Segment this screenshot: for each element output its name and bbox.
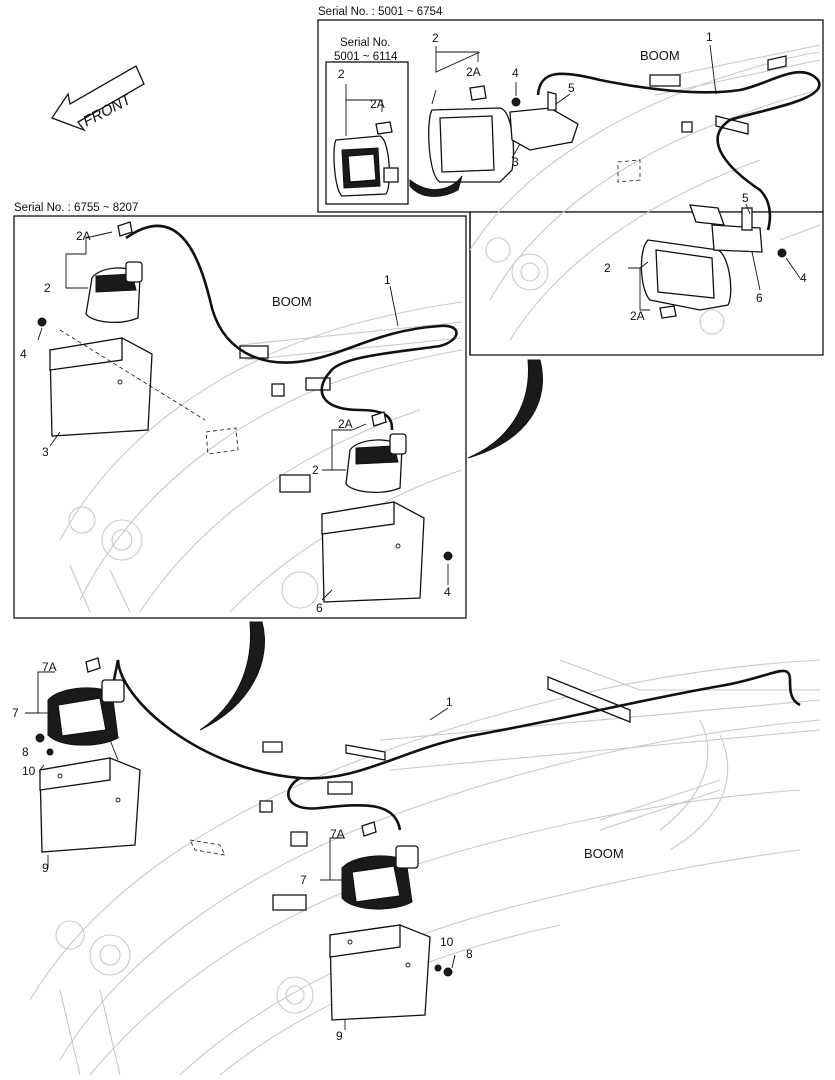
box-b-callout-4-upper: 4 xyxy=(20,347,27,361)
box-a-mount-blocks xyxy=(617,55,787,183)
box-b-wire xyxy=(125,224,458,431)
box-b-lamp-upper xyxy=(85,221,143,324)
box-a-callout-5-lower: 5 xyxy=(742,191,749,205)
box-a-bracket-lower xyxy=(689,204,787,258)
main-work-lamp-lower xyxy=(341,821,419,910)
box-a-lamp-upper xyxy=(428,85,515,183)
box-a-boom-label: BOOM xyxy=(640,48,680,63)
front-arrow xyxy=(51,65,145,132)
main-callout-7-lower: 7 xyxy=(300,873,307,887)
box-a-inset-callout-2a: 2A xyxy=(370,97,385,111)
main-bolts-lower xyxy=(434,964,453,977)
box-a-inset-pointer xyxy=(409,175,463,197)
box-a-serial: Serial No. : 5001 ~ 6754 xyxy=(318,6,443,18)
box-a-wire xyxy=(536,70,821,231)
box-b-callout-2a-lower: 2A xyxy=(338,417,353,431)
box-b-bracket-upper xyxy=(37,317,206,437)
box-b-callout-4-lower: 4 xyxy=(444,585,451,599)
box-b-serial: Serial No. : 6755 ~ 8207 xyxy=(14,202,138,214)
main-callout-10-upper: 10 xyxy=(22,764,36,778)
box-a-callout-2a-top: 2A xyxy=(466,65,481,79)
box-a-bracket-upper xyxy=(509,91,579,151)
pointer-b-to-main xyxy=(199,621,265,731)
box-a-inset-callout-2: 2 xyxy=(338,67,345,81)
box-b-callout-3: 3 xyxy=(42,445,49,459)
box-a-callout-1: 1 xyxy=(706,30,713,44)
main-callout-8-upper: 8 xyxy=(22,745,29,759)
main-callout-7a-upper: 7A xyxy=(42,660,57,674)
box-b-callout-2-lower: 2 xyxy=(312,463,319,477)
main-callout-10-lower: 10 xyxy=(440,935,454,949)
main-leaders xyxy=(25,671,456,1030)
box-b-mount-blocks xyxy=(205,345,331,493)
main-callout-7-upper: 7 xyxy=(12,706,19,720)
box-a-callout-4-lower: 4 xyxy=(800,271,807,285)
box-a-inset-serial-line1: Serial No. xyxy=(340,37,391,49)
box-b-callout-2a-upper: 2A xyxy=(76,229,91,243)
main-work-lamp-upper xyxy=(47,657,125,746)
main-wire-harness xyxy=(110,659,801,831)
box-a-lamp-lower xyxy=(640,239,732,319)
box-a-callout-4-top: 4 xyxy=(512,66,519,80)
box-b-callout-2-upper: 2 xyxy=(44,281,51,295)
box-a-leaders xyxy=(345,44,801,311)
main-boom-label: BOOM xyxy=(584,846,624,861)
pointer-a-to-b xyxy=(467,359,543,459)
box-b-bracket-lower xyxy=(321,501,453,603)
main-callout-8-lower: 8 xyxy=(466,947,473,961)
box-b-callout-6: 6 xyxy=(316,601,323,615)
box-a-inset-lamp xyxy=(333,121,399,197)
main-callout-9-lower: 9 xyxy=(336,1029,343,1043)
main-lamp-bracket-lower xyxy=(329,924,431,1021)
main-lamp-bracket-upper xyxy=(39,739,141,853)
main-bolts-upper xyxy=(35,733,54,756)
box-b-callout-1: 1 xyxy=(384,273,391,287)
box-a-callout-2-top: 2 xyxy=(432,31,439,45)
box-a-callout-5-top: 5 xyxy=(568,81,575,95)
main-callout-1: 1 xyxy=(446,695,453,709)
box-b-boom-ghost xyxy=(59,301,463,613)
box-a-callout-2-lower: 2 xyxy=(604,261,611,275)
main-callout-9-upper: 9 xyxy=(42,861,49,875)
box-a-boom-ghost xyxy=(469,44,821,341)
box-b-leaders xyxy=(37,231,449,601)
box-a-callout-6: 6 xyxy=(756,291,763,305)
main-mount-blocks xyxy=(189,676,631,911)
box-b-boom-label: BOOM xyxy=(272,294,312,309)
box-a-inset-serial-line2: 5001 ~ 6114 xyxy=(334,51,398,63)
main-callout-7a-lower: 7A xyxy=(330,827,345,841)
box-a-callout-2a-lower: 2A xyxy=(630,309,645,323)
box-a-callout-3: 3 xyxy=(512,155,519,169)
box-b-lamp-lower xyxy=(345,411,407,494)
